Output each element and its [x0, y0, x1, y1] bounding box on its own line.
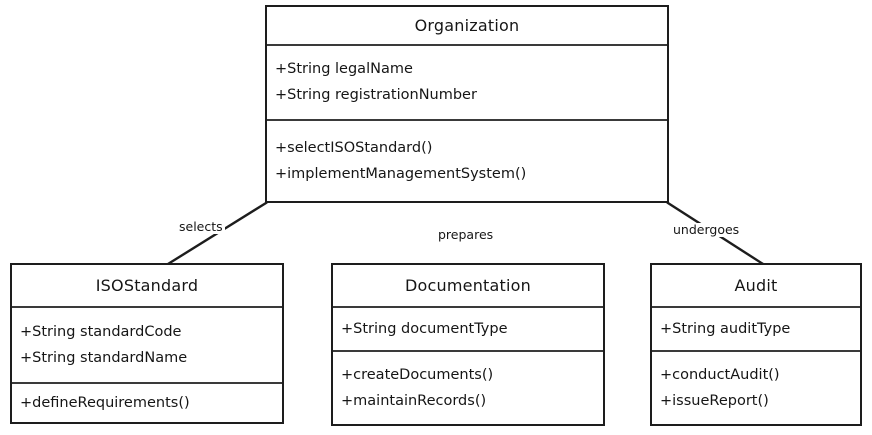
attribute-row: +String registrationNumber — [275, 87, 477, 103]
uml-class-organization[interactable]: Organization +String legalName +String r… — [265, 5, 669, 203]
method-row: +issueReport() — [660, 392, 769, 409]
class-name-compartment-audit: Audit — [652, 265, 860, 306]
attributes-compartment-documentation: +String documentType — [333, 306, 603, 350]
association-label-undergoes: undergoes — [671, 222, 742, 237]
class-title-isostandard: ISOStandard — [95, 275, 199, 295]
method-row: +maintainRecords() — [341, 392, 487, 409]
methods-compartment-documentation: +createDocuments() +maintainRecords() — [333, 350, 603, 424]
class-name-compartment-isostandard: ISOStandard — [12, 265, 282, 306]
class-title-documentation: Documentation — [405, 275, 531, 295]
uml-class-audit[interactable]: Audit +String auditType +conductAudit() … — [650, 263, 862, 426]
attribute-row: +String standardName — [20, 349, 188, 366]
method-row: +createDocuments() — [341, 366, 494, 383]
uml-class-isostandard[interactable]: ISOStandard +String standardCode +String… — [10, 263, 284, 424]
attribute-row: +String auditType — [660, 320, 791, 337]
attributes-compartment-audit: +String auditType — [652, 306, 860, 350]
attributes-compartment-isostandard: +String standardCode +String standardNam… — [12, 306, 282, 382]
attribute-row: +String documentType — [341, 320, 508, 337]
attributes-compartment-organization: +String legalName +String registrationNu… — [267, 44, 667, 119]
method-row: +selectISOStandard() — [275, 139, 433, 156]
class-title-audit: Audit — [734, 275, 778, 295]
methods-compartment-audit: +conductAudit() +issueReport() — [652, 350, 860, 424]
attribute-row: +String legalName — [275, 61, 413, 78]
association-label-prepares: prepares — [436, 227, 496, 242]
class-name-compartment-documentation: Documentation — [333, 265, 603, 306]
method-row: +implementManagementSystem() — [275, 165, 527, 182]
class-name-compartment-organization: Organization — [267, 7, 667, 44]
methods-compartment-organization: +selectISOStandard() +implementManagemen… — [267, 119, 667, 201]
attribute-row: +String standardCode — [20, 323, 182, 340]
association-label-selects: selects — [177, 219, 225, 234]
method-row: +defineRequirements() — [20, 394, 190, 411]
methods-compartment-isostandard: +defineRequirements() — [12, 382, 282, 422]
class-title-organization: Organization — [414, 15, 520, 35]
method-row: +conductAudit() — [660, 366, 780, 383]
uml-class-documentation[interactable]: Documentation +String documentType +crea… — [331, 263, 605, 426]
